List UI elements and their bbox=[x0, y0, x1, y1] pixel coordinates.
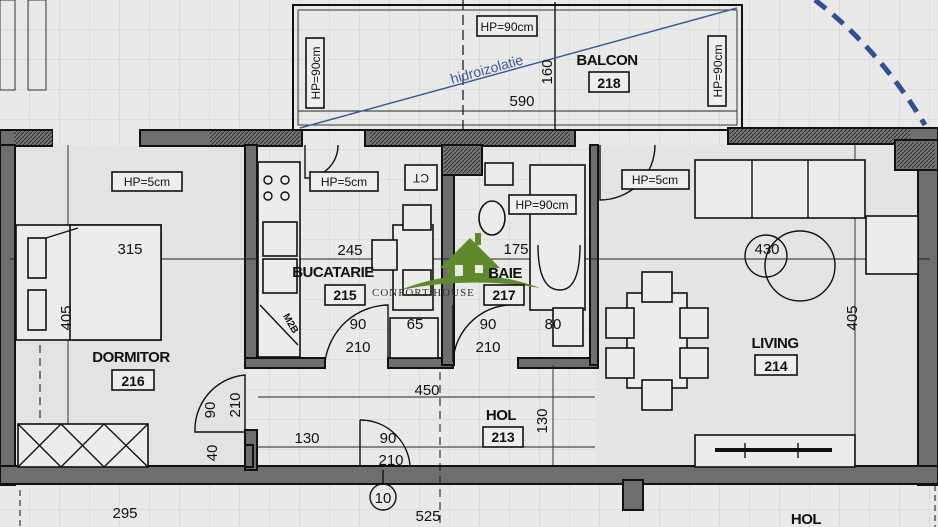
balcony-hp-left: HP=90cm bbox=[309, 46, 323, 99]
bedroom-door-width: 90 bbox=[202, 402, 219, 419]
living-name: LIVING bbox=[751, 335, 798, 352]
hall-name: HOL bbox=[486, 407, 517, 424]
bedroom-name: DORMITOR bbox=[92, 349, 170, 366]
kitchen-hp: HP=5cm bbox=[321, 175, 367, 189]
bathroom-width: 175 bbox=[503, 241, 528, 258]
entry-marker: 10 bbox=[375, 490, 392, 507]
kitchen-niche: 65 bbox=[407, 316, 424, 333]
kitchen-door-height: 210 bbox=[345, 339, 370, 356]
bathroom-number-box bbox=[483, 284, 525, 306]
bedroom-door-height: 210 bbox=[227, 392, 244, 417]
bedroom-number-box bbox=[111, 369, 155, 391]
kitchen-name: BUCATARIE bbox=[292, 264, 374, 281]
building-edge bbox=[0, 0, 16, 91]
bathroom-niche: 80 bbox=[545, 316, 562, 333]
balcony-name: BALCON bbox=[576, 52, 637, 69]
bedroom-length: 405 bbox=[58, 305, 75, 330]
bedroom-width: 315 bbox=[117, 241, 142, 258]
kitchen-width: 245 bbox=[337, 242, 362, 259]
kitchen-hp-box bbox=[309, 171, 379, 192]
bathroom-name: BAIE bbox=[488, 265, 522, 282]
bathroom-door-width: 90 bbox=[480, 316, 497, 333]
building-edge bbox=[27, 0, 47, 91]
balcony-hp-left-box bbox=[305, 37, 325, 109]
hall-depth: 130 bbox=[534, 408, 551, 433]
hall-number-box bbox=[482, 426, 524, 448]
living-length: 405 bbox=[844, 305, 861, 330]
balcony-hp-top: HP=90cm bbox=[480, 20, 533, 34]
living-width: 430 bbox=[754, 241, 779, 258]
entry-door-height: 210 bbox=[378, 452, 403, 469]
kitchen-number: 215 bbox=[333, 287, 357, 303]
balcony-number: 218 bbox=[597, 75, 621, 91]
balcony-hp-top-box bbox=[476, 15, 538, 37]
balcony-hp-right: HP=90cm bbox=[711, 44, 725, 97]
living-hp: HP=5cm bbox=[632, 173, 678, 187]
hall-length: 450 bbox=[414, 382, 439, 399]
bedroom-jamb: 40 bbox=[204, 445, 221, 462]
bathroom-furniture bbox=[478, 162, 586, 347]
living-hp-box bbox=[621, 169, 690, 190]
bedroom-hp-box bbox=[111, 171, 183, 192]
dashed-arc bbox=[813, 0, 928, 127]
hall-number: 213 bbox=[491, 429, 515, 445]
watermark-logo bbox=[400, 233, 540, 290]
walls bbox=[0, 127, 938, 511]
bathroom-hp: HP=90cm bbox=[515, 198, 568, 212]
kitchen-furniture bbox=[257, 161, 439, 359]
bedroom-hp: HP=5cm bbox=[124, 175, 170, 189]
bedroom-number: 216 bbox=[121, 373, 145, 389]
bedroom-furniture bbox=[15, 224, 162, 468]
lower-dim-right: 525 bbox=[415, 508, 440, 525]
bathroom-door-height: 210 bbox=[475, 339, 500, 356]
entry-door-width: 90 bbox=[380, 430, 397, 447]
hall-width: 130 bbox=[294, 430, 319, 447]
lower-hall-label: HOL bbox=[791, 511, 822, 527]
balcony-depth: 160 bbox=[539, 59, 556, 84]
kitchen-door-width: 90 bbox=[350, 316, 367, 333]
bathroom-number: 217 bbox=[492, 287, 516, 303]
living-number-box bbox=[754, 354, 798, 376]
kitchen-number-box bbox=[324, 284, 366, 306]
balcony-number-box bbox=[588, 71, 630, 93]
living-number: 214 bbox=[764, 358, 788, 374]
lower-dim-left: 295 bbox=[112, 505, 137, 522]
balcony-hp-right-box bbox=[707, 35, 727, 107]
watermark-text: CONFORT HOUSE bbox=[372, 287, 475, 299]
balcony-width: 590 bbox=[509, 93, 534, 110]
bathroom-hp-box bbox=[508, 194, 577, 215]
kitchen-ct: CT bbox=[412, 171, 429, 185]
living-furniture bbox=[605, 159, 919, 468]
